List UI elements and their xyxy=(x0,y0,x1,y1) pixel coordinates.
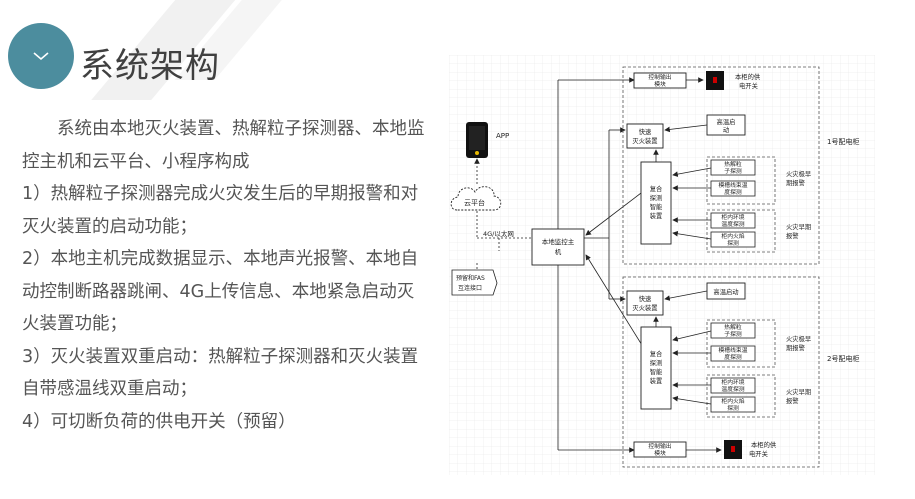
description: 系统由本地灭火装置、热解粒子探测器、本地监控主机和云平台、小程序构成 1）热解粒… xyxy=(22,113,427,438)
host-box: 本地监控主 机 xyxy=(531,228,585,266)
page-title: 系统架构 xyxy=(80,46,220,86)
svg-text:报警: 报警 xyxy=(786,396,799,405)
svg-text:控制输出: 控制输出 xyxy=(648,442,671,450)
svg-text:模槽线束温: 模槽线束温 xyxy=(719,181,748,189)
svg-text:柜内环境: 柜内环境 xyxy=(721,213,744,221)
svg-text:灭火装置: 灭火装置 xyxy=(632,136,657,145)
svg-text:温度探测: 温度探测 xyxy=(721,220,744,228)
svg-text:复合: 复合 xyxy=(650,349,663,358)
svg-text:快速: 快速 xyxy=(639,294,652,303)
svg-text:灭火装置: 灭火装置 xyxy=(632,303,657,312)
svg-text:机: 机 xyxy=(555,247,562,256)
svg-text:电开关: 电开关 xyxy=(749,449,769,458)
cabinet-1: 控制输出 模块 本柜的供 电开关 快速 灭火装置 高温启 动 复合 探测 智能 … xyxy=(622,66,859,265)
svg-text:柜内火焰: 柜内火焰 xyxy=(721,232,744,240)
chevron-down-icon xyxy=(33,52,49,61)
svg-text:子探测: 子探测 xyxy=(724,167,742,175)
svg-text:互连接口: 互连接口 xyxy=(458,284,482,292)
svg-text:火灾极早: 火灾极早 xyxy=(786,334,812,343)
svg-text:报警: 报警 xyxy=(786,231,799,240)
svg-text:探测: 探测 xyxy=(650,193,663,202)
app-label: APP xyxy=(496,132,509,140)
svg-text:模槽线束温: 模槽线束温 xyxy=(719,346,748,354)
svg-text:子探测: 子探测 xyxy=(724,330,742,338)
svg-text:度探测: 度探测 xyxy=(724,188,742,196)
architecture-diagram: APP 云平台 4G/以太网 本地监控主 机 预留和FAS 互连接口 控制输出 … xyxy=(449,55,875,475)
svg-text:电开关: 电开关 xyxy=(739,81,759,90)
svg-text:火灾早期: 火灾早期 xyxy=(786,387,811,396)
network-label: 4G/以太网 xyxy=(483,229,514,238)
svg-text:模块: 模块 xyxy=(654,80,666,88)
svg-text:装置: 装置 xyxy=(650,376,663,385)
svg-text:火灾早期: 火灾早期 xyxy=(786,222,811,231)
svg-text:柜内环境: 柜内环境 xyxy=(721,378,744,386)
intro-paragraph: 系统由本地灭火装置、热解粒子探测器、本地监控主机和云平台、小程序构成 xyxy=(22,119,425,172)
feature-item-3: 3）灭火装置双重启动：热解粒子探测器和灭火装置自带感温线双重启动； xyxy=(22,346,419,400)
svg-text:探测: 探测 xyxy=(650,358,663,367)
svg-text:高温启动: 高温启动 xyxy=(713,287,738,296)
svg-text:探测: 探测 xyxy=(727,404,739,412)
host-label: 本地监控主 xyxy=(542,237,575,246)
cloud-label: 云平台 xyxy=(464,198,485,207)
cabinet-2-label: 2号配电柜 xyxy=(827,354,859,363)
svg-text:火灾极早: 火灾极早 xyxy=(786,169,812,178)
svg-text:高温启: 高温启 xyxy=(717,117,736,126)
cabinet-2: 高温启动 快速 灭火装置 复合 探测 智能 装置 热解粒 子探测 模槽线束温 度… xyxy=(622,276,859,468)
svg-text:热解粒: 热解粒 xyxy=(724,160,742,168)
svg-text:热解粒: 热解粒 xyxy=(724,323,742,331)
svg-text:期报警: 期报警 xyxy=(786,178,806,187)
svg-text:智能: 智能 xyxy=(650,202,663,211)
svg-text:本柜的供: 本柜的供 xyxy=(735,72,761,81)
svg-text:动: 动 xyxy=(723,126,729,134)
cloud-icon xyxy=(450,186,502,211)
svg-text:智能: 智能 xyxy=(650,367,663,376)
svg-text:柜内火焰: 柜内火焰 xyxy=(721,397,744,405)
title-badge xyxy=(8,23,74,89)
feature-item-1: 1）热解粒子探测器完成火灾发生后的早期报警和对灭火装置的启动功能； xyxy=(22,184,419,237)
svg-text:温度探测: 温度探测 xyxy=(721,385,744,393)
svg-text:度探测: 度探测 xyxy=(724,353,742,361)
svg-text:期报警: 期报警 xyxy=(786,343,806,352)
svg-text:装置: 装置 xyxy=(650,211,663,220)
svg-text:控制输出: 控制输出 xyxy=(648,73,671,81)
app-phone-icon xyxy=(466,122,488,158)
svg-text:快速: 快速 xyxy=(639,127,652,136)
svg-text:探测: 探测 xyxy=(727,239,739,247)
svg-text:模块: 模块 xyxy=(654,449,666,457)
feature-item-4: 4）可切断负荷的供电开关（预留） xyxy=(22,411,296,432)
fas-interface-box: 预留和FAS 互连接口 xyxy=(451,269,498,296)
cabinet-1-label: 1号配电柜 xyxy=(827,137,859,146)
svg-text:复合: 复合 xyxy=(650,184,663,193)
svg-text:预留和FAS: 预留和FAS xyxy=(456,274,485,282)
feature-item-2: 2）本地主机完成数据显示、本地声光报警、本地自动控制断路器跳闸、4G上传信息、本… xyxy=(22,249,419,334)
svg-text:本柜的供: 本柜的供 xyxy=(751,440,777,449)
